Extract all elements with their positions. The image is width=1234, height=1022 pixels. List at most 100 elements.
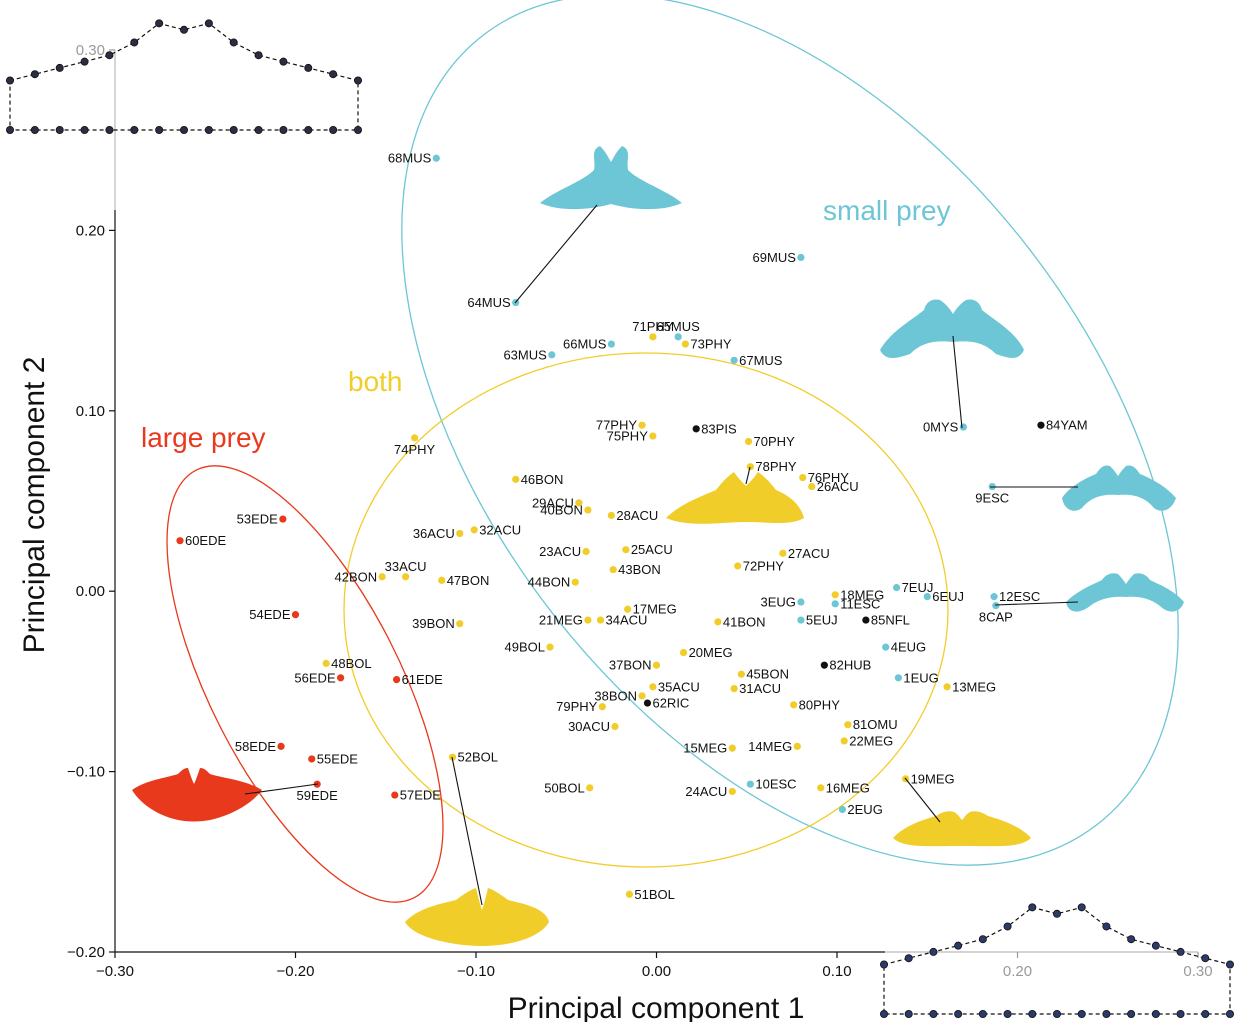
data-point-66MUS [607, 340, 615, 348]
x-tick-label: −0.30 [96, 963, 134, 980]
data-point-13MEG [943, 683, 951, 691]
data-point-55EDE [308, 755, 316, 763]
shape-silhouette-small-64MUS [514, 146, 682, 304]
shape-silhouette-small-9ESC [990, 465, 1176, 511]
data-point-10ESC [746, 780, 754, 788]
landmark-dot [204, 126, 213, 135]
point-label-29ACU: 29ACU [532, 495, 574, 510]
landmark-dot [1053, 909, 1062, 918]
point-label-76PHY: 76PHY [808, 470, 850, 485]
shape-silhouette-both-19MEG [893, 777, 1031, 847]
point-label-65MUS: 65MUS [656, 319, 700, 334]
landmark-dot [904, 1010, 913, 1019]
data-point-3EUG [797, 598, 805, 606]
landmark-dot [6, 126, 14, 135]
data-point-8CAP [992, 602, 1000, 610]
data-point-1EUG [894, 674, 902, 682]
data-point-51BOL [625, 890, 634, 898]
point-label-51BOL: 51BOL [634, 887, 674, 902]
point-label-10ESC: 10ESC [755, 777, 796, 792]
point-label-13MEG: 13MEG [952, 679, 996, 694]
point-label-28ACU: 28ACU [616, 508, 658, 523]
landmark-dot [304, 63, 313, 72]
shape-silhouette-small-12ESC [994, 573, 1184, 612]
data-point-83PIS [692, 425, 700, 433]
y-tick-label: 0.30 [76, 42, 105, 59]
point-label-20MEG: 20MEG [689, 645, 733, 660]
landmark-dot [254, 51, 263, 60]
data-point-73PHY [681, 340, 689, 348]
data-point-43BON [609, 565, 617, 574]
point-label-24ACU: 24ACU [685, 784, 727, 799]
landmark-dot [30, 126, 39, 135]
y-tick-label: −0.10 [67, 764, 105, 781]
point-label-81OMU: 81OMU [853, 717, 898, 732]
data-point-18MEG [831, 591, 839, 599]
point-label-66MUS: 66MUS [563, 337, 607, 352]
data-point-41BON [714, 618, 722, 626]
data-point-76PHY [799, 473, 807, 482]
shape-silhouette-small-0MYS [880, 299, 1024, 429]
point-label-69MUS: 69MUS [753, 250, 797, 265]
point-label-47BON: 47BON [447, 573, 490, 588]
point-label-53EDE: 53EDE [237, 512, 279, 527]
data-point-0MYS [959, 423, 967, 431]
data-point-16MEG [817, 784, 825, 792]
landmark-dot [55, 63, 64, 72]
point-label-4EUG: 4EUG [891, 640, 926, 655]
data-point-79PHY [598, 703, 606, 711]
landmark-dot [30, 70, 39, 79]
data-point-84YAM [1037, 421, 1045, 429]
y-axis-title: Principal component 2 [18, 357, 51, 654]
landmark-dot [1028, 1010, 1037, 1019]
x-tick-label: −0.10 [457, 963, 495, 980]
landmark-dot [105, 126, 114, 135]
point-label-48BOL: 48BOL [331, 656, 371, 671]
data-point-69MUS [797, 253, 805, 262]
data-point-82HUB [820, 661, 828, 669]
landmark-dot [1151, 1010, 1160, 1019]
data-point-80PHY [790, 701, 798, 709]
landmark-dot [1151, 941, 1160, 950]
landmark-outline-inset-top-left [6, 19, 362, 135]
point-label-1EUG: 1EUG [903, 670, 938, 685]
point-label-5EUJ: 5EUJ [806, 613, 838, 628]
data-point-39BON [456, 620, 464, 628]
point-label-7EUJ: 7EUJ [902, 580, 934, 595]
data-point-31ACU [730, 685, 738, 693]
point-label-3EUG: 3EUG [760, 595, 795, 610]
shape-silhouette-both-78PHY [666, 466, 804, 524]
landmark-dot [1003, 1010, 1012, 1019]
point-label-83PIS: 83PIS [701, 421, 737, 436]
x-axis-title: Principal component 1 [508, 992, 805, 1022]
landmark-dot [1226, 960, 1234, 969]
data-point-29ACU [575, 499, 583, 507]
point-label-23ACU: 23ACU [539, 544, 581, 559]
data-point-48BOL [322, 659, 330, 667]
landmark-dot [6, 76, 14, 85]
point-label-70PHY: 70PHY [754, 434, 796, 449]
data-point-75PHY [649, 432, 657, 440]
data-point-42BON [378, 573, 386, 581]
data-point-37BON [652, 661, 661, 669]
data-point-56EDE [337, 674, 345, 682]
point-label-11ESC: 11ESC [840, 596, 880, 611]
point-label-77PHY: 77PHY [596, 418, 638, 433]
point-label-74PHY: 74PHY [394, 442, 436, 457]
point-label-62RIC: 62RIC [652, 696, 689, 711]
point-label-14MEG: 14MEG [748, 739, 792, 754]
landmark-dot [954, 941, 963, 950]
x-tick-label: 0.10 [822, 963, 851, 980]
point-label-0MYS: 0MYS [923, 420, 959, 435]
data-point-74PHY [411, 434, 419, 442]
data-point-22MEG [840, 737, 848, 745]
x-tick-label: −0.20 [277, 963, 315, 980]
landmark-dot [279, 57, 288, 66]
landmark-dot [1127, 935, 1136, 944]
point-label-75PHY: 75PHY [607, 429, 649, 444]
data-point-32ACU [470, 526, 478, 534]
point-label-55EDE: 55EDE [317, 751, 359, 766]
point-label-40BON: 40BON [540, 503, 583, 518]
data-point-2EUG [838, 805, 847, 814]
